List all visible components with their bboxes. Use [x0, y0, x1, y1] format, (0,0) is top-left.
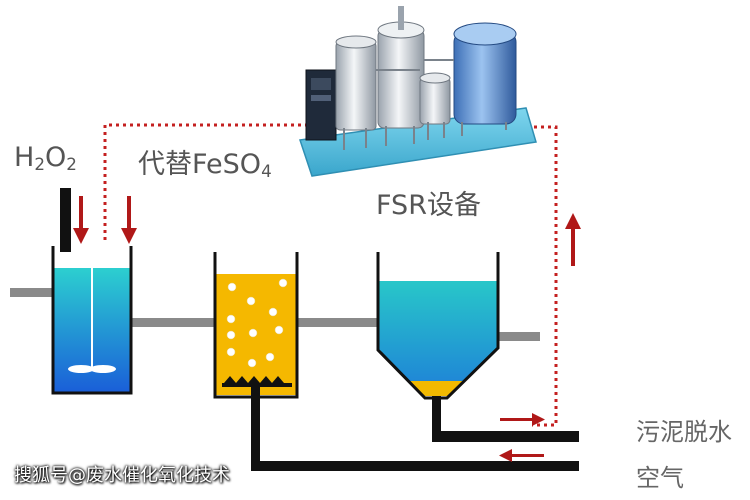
watermark: 搜狐号@废水催化氧化技术 [14, 465, 230, 486]
sludge-dewatering-label: 污泥脱水 [636, 418, 732, 446]
feso4-replacement-label: 代替FeSO4 [138, 149, 272, 182]
h2o2-dosing-pipe [60, 188, 71, 252]
air-bubbles [226, 278, 288, 368]
air-label: 空气 [636, 464, 684, 492]
mixer-icon [68, 258, 116, 373]
h2o2-label: H2O2 [14, 142, 77, 175]
fsr-recirculation-dotted-line [103, 123, 558, 427]
flow-arrows [73, 196, 581, 462]
fsr-equipment-icon [299, 6, 537, 177]
mixing-tank [51, 246, 133, 395]
aeration-diffuser-icon [222, 376, 292, 387]
settling-tank [376, 252, 500, 400]
fsr-equipment-label: FSR设备 [376, 190, 481, 221]
gray-pipes [10, 288, 540, 341]
fenton-reactor-tank [213, 252, 299, 399]
black-pipes [251, 387, 579, 471]
